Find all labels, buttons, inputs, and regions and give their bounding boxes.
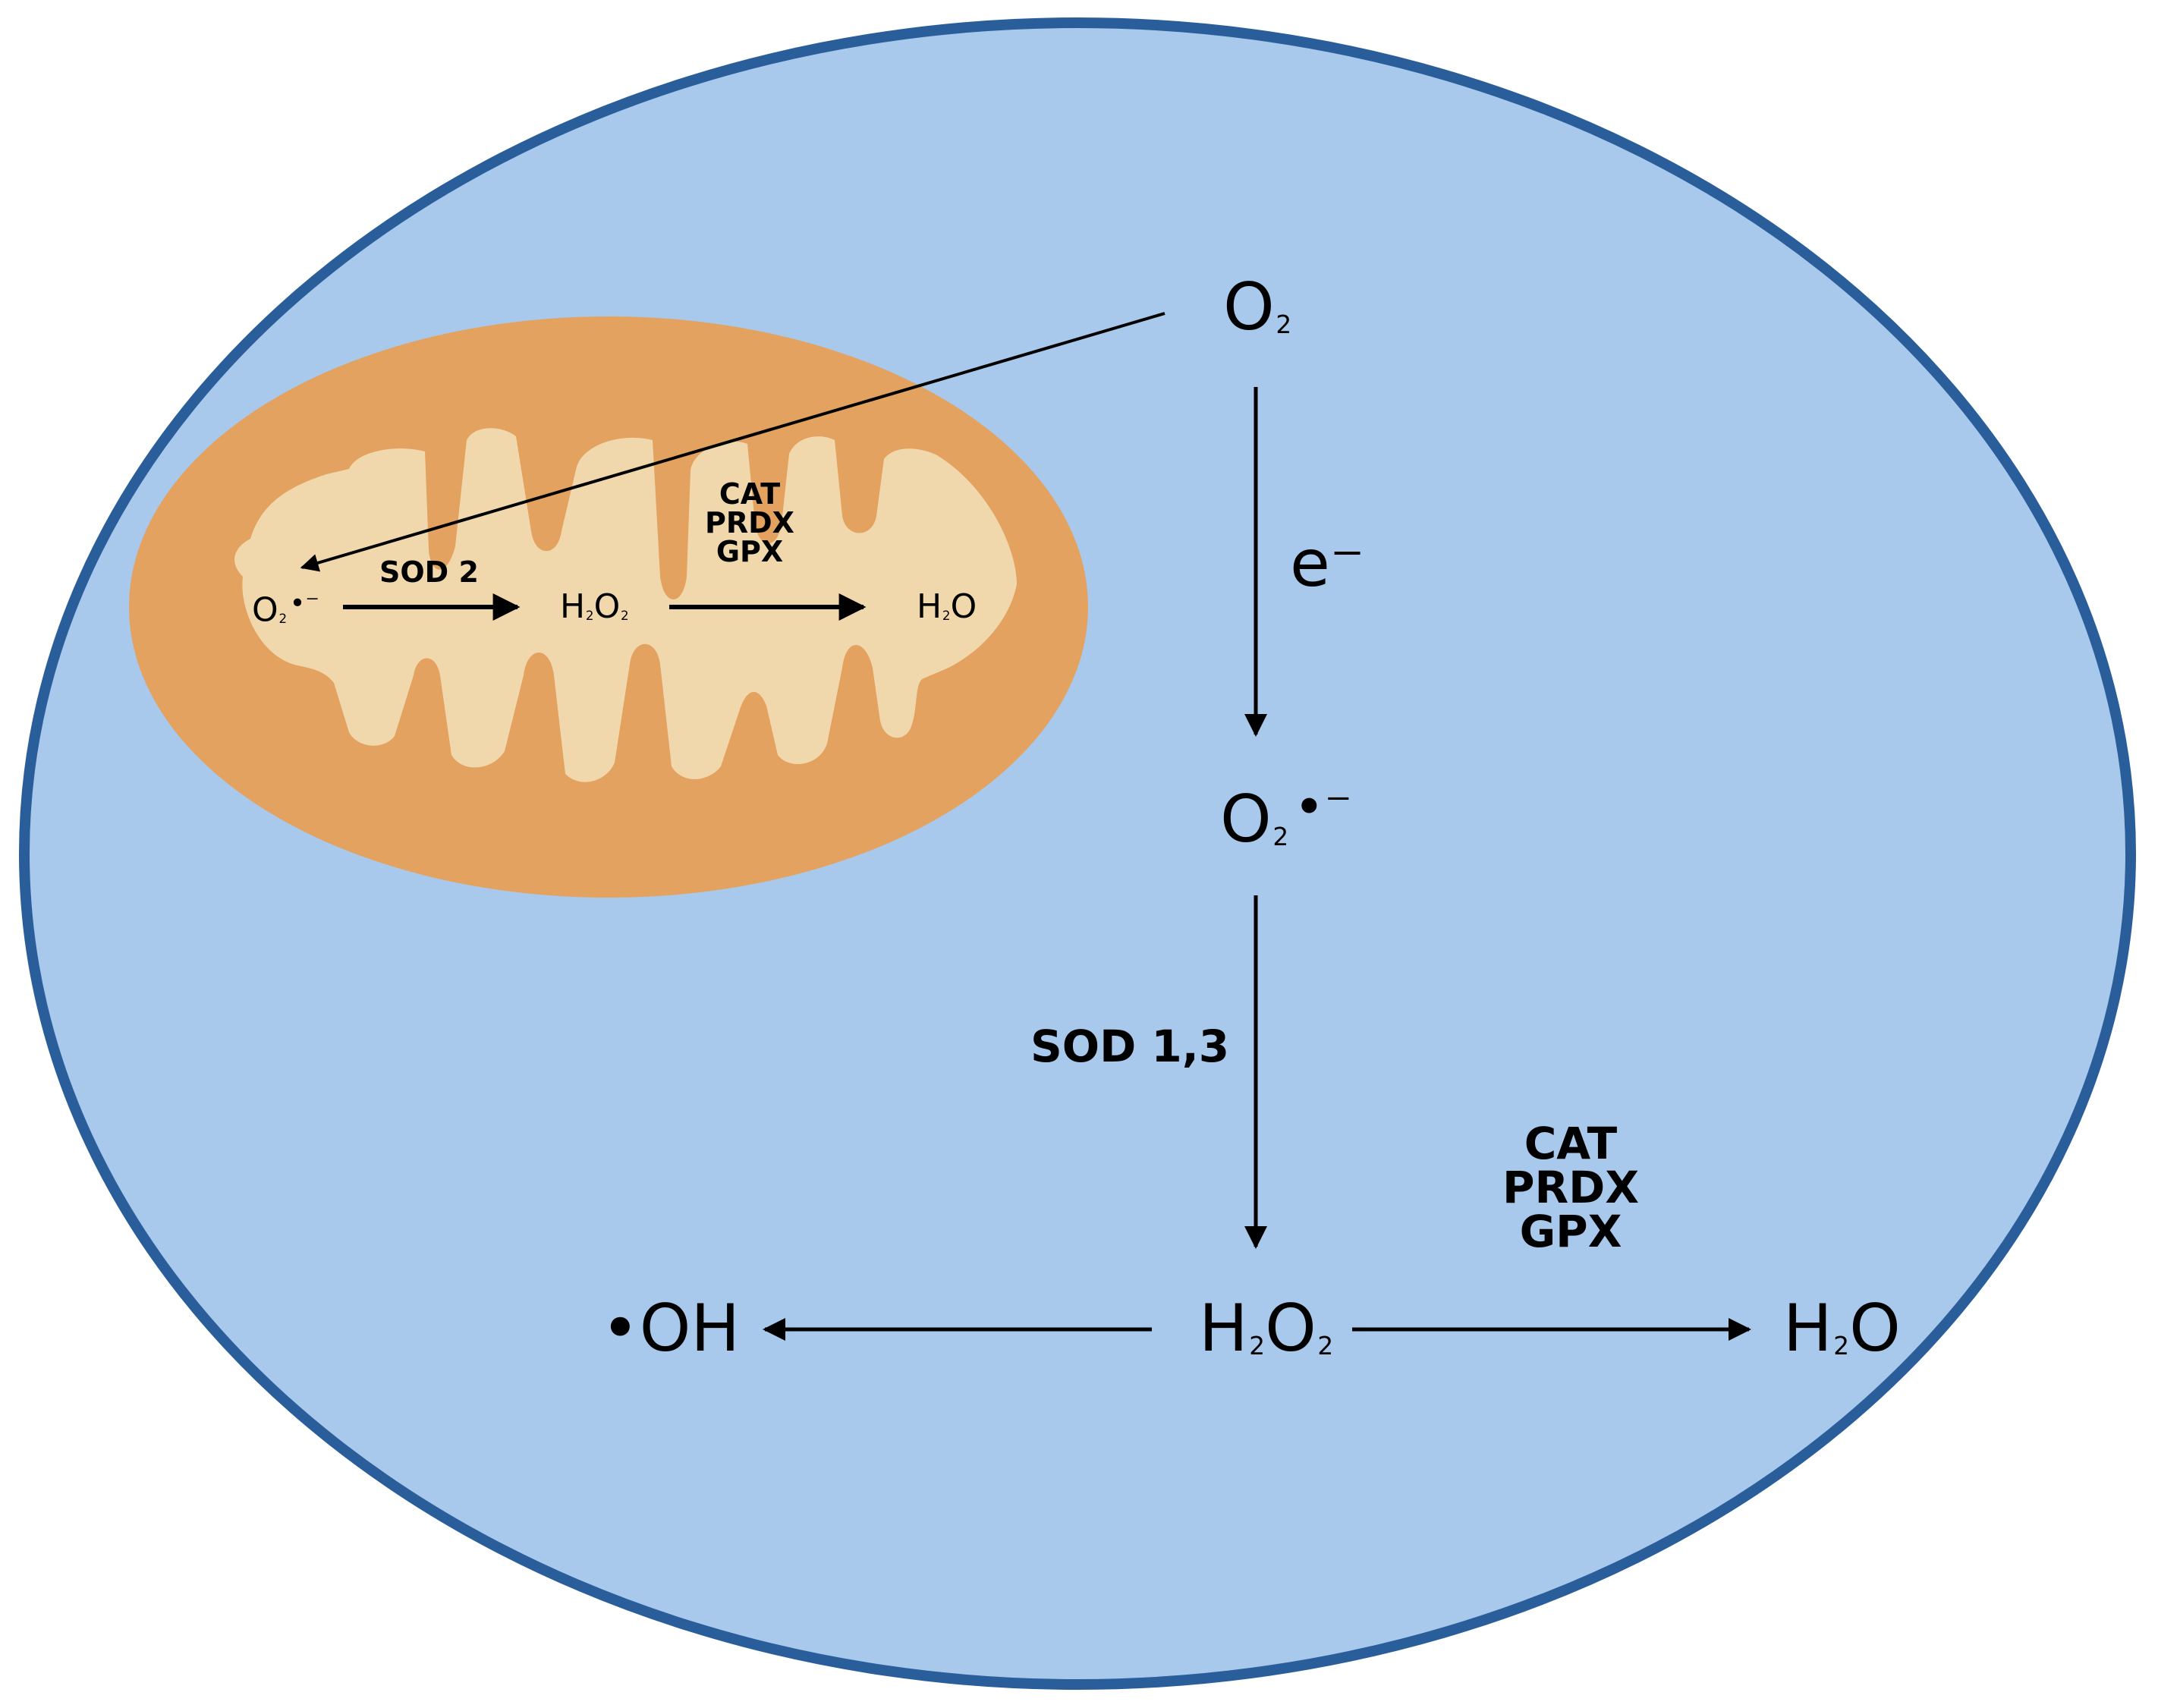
cytosol-superoxide-label: O2•⁻ [1220, 777, 1352, 858]
cytosol-enzymes-label: CAT PRDX GPX [1502, 1121, 1639, 1253]
sod-1-3-label: SOD 1,3 [1030, 1021, 1230, 1072]
cytosol-h2o2-label: H2O2 [1199, 1291, 1334, 1367]
arrow-o2-into-mitochondrion [300, 312, 1166, 572]
mito-enzymes-label: CAT PRDX GPX [704, 480, 795, 566]
mito-water-label: H2O [917, 587, 977, 626]
mito-h2o2-label: H2O2 [560, 587, 629, 626]
hydroxyl-radical-label: •OH [601, 1291, 741, 1367]
enzyme-prdx: PRDX [1502, 1162, 1640, 1213]
cytosol-o2-label: O2 [1223, 269, 1292, 345]
cytosol-water-label: H2O [1783, 1291, 1901, 1367]
mito-enzyme-gpx: GPX [716, 535, 784, 568]
enzyme-cat: CAT [1524, 1118, 1618, 1169]
enzyme-gpx: GPX [1519, 1206, 1622, 1257]
mitochondrion-cristae-matrix [234, 428, 1018, 782]
mito-superoxide-label: O2•⁻ [252, 588, 319, 630]
cell-membrane [19, 17, 2136, 1690]
mito-enzyme-prdx: PRDX [705, 506, 794, 539]
electron-label: e⁻ [1290, 526, 1365, 602]
mito-enzyme-cat: CAT [719, 477, 781, 511]
sod-2-label: SOD 2 [379, 555, 479, 589]
mitochondrion [129, 316, 1088, 898]
